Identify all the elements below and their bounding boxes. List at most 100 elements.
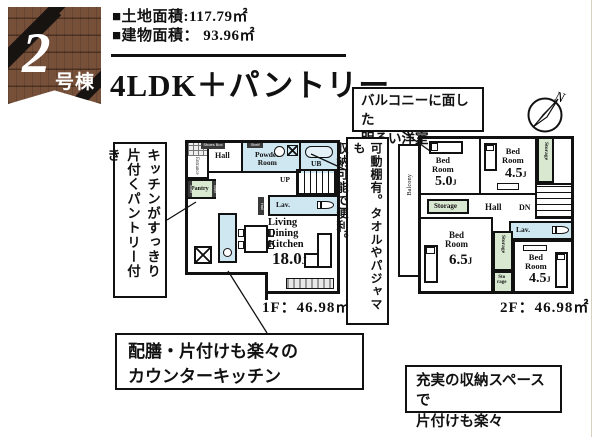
callout-pantry-col2: 片付くパントリー付き (105, 148, 140, 279)
badge-number: 2 (22, 22, 51, 85)
floor2-plan: Bed Room 5.0J Bed Room 4.5J Storage Stor… (418, 136, 574, 294)
room-bed3-line1: Bed (448, 230, 464, 240)
room-ldk-label-line2: Dining (268, 228, 299, 240)
room-bed2-label: Bed Room (502, 147, 524, 165)
room-bed4-size-unit: J (546, 275, 551, 284)
laundry-box-icon (287, 145, 298, 156)
room-bed2-line1: Bed (505, 146, 520, 156)
room-bed2-size: 4.5J (505, 166, 527, 182)
callout-storage-space-line2: 片付けも楽々 (416, 413, 503, 430)
bed-icon (424, 245, 438, 283)
room-bed2-line2: Room (502, 154, 524, 165)
sink-icon (223, 248, 232, 257)
callout-storage-space: 充実の収納スペースで 片付けも楽々 (405, 365, 562, 430)
bed-pillow (431, 143, 438, 151)
dining-table (244, 225, 268, 253)
callout-counter-kitchen-line1: 配膳・片付けも楽々の (128, 342, 298, 361)
stairs-up-label: UP (280, 175, 290, 184)
page-title: 4LDK＋パントリー (110, 68, 391, 103)
badge-suffix: 号棟 (55, 72, 96, 93)
hall-2f-label: Hall (485, 202, 502, 212)
scan-edge-line (591, 0, 592, 437)
bed-icon (555, 252, 568, 288)
storage-small-label: Sto rage (497, 275, 506, 286)
room-bed2: Bed Room 4.5J (481, 139, 537, 195)
floor1-plan: Entrance Shoes Box Hall Powder Room Shel… (185, 140, 340, 300)
closet-icon (523, 245, 547, 251)
room-ldk-size: 18.0J (272, 250, 307, 268)
chair-icon (238, 241, 244, 249)
storage-tall-label: Storage (500, 235, 506, 254)
pantry-shelf-chip-right: Shelf (212, 181, 216, 197)
room-ldk-label-line3: Kitchen (268, 239, 304, 251)
room-powder-label: Powder Room (255, 151, 280, 167)
room-hall-1f: Hall (209, 143, 243, 173)
washer-icon (274, 146, 285, 157)
room-bed2-size-value: 4.5 (505, 166, 523, 181)
room-entrance-label: Entrance (194, 157, 199, 175)
area-info: ■土地面積:117.79㎡ ■建物面積： 93.96㎡ (112, 8, 255, 46)
callout-storage-space-line1: 充実の収納スペースで (416, 373, 545, 410)
room-powder-label-line1: Powder (255, 150, 280, 159)
bed-pillow (557, 254, 565, 260)
compass-icon: N (527, 89, 567, 133)
toilet-icon (321, 201, 334, 209)
kitchen-counter (218, 213, 237, 263)
storage-small-line2: rage (497, 280, 507, 286)
callout-counter-kitchen-line2: カウンターキッチン (128, 366, 281, 386)
room-bed3-line2: Room (445, 239, 468, 250)
refrigerator-space (194, 246, 212, 264)
room-bed1-size-unit: J (452, 178, 457, 187)
callout-balcony-room-line1: バルコニーに面した (361, 93, 469, 127)
balcony: Balcony (398, 144, 420, 277)
hall-small-chip: Hall (258, 197, 264, 215)
sofa-icon (304, 253, 317, 268)
room-bed1-line2: Room (432, 163, 454, 174)
floor2-area-label: 2F：46.98㎡ (500, 300, 590, 316)
room-ldk-label-line1: Living (268, 217, 298, 228)
room-lav-1f: Lav. (268, 195, 337, 216)
storage-mid: Storage (427, 199, 469, 214)
toilet-icon (556, 226, 569, 234)
title-divider (111, 54, 346, 57)
stairs-2f (535, 183, 571, 219)
callout-movable-shelf-col2: 収納可能で便利。 (335, 142, 349, 246)
bathtub-icon (305, 146, 333, 158)
callout-counter-kitchen: 配膳・片付けも楽々の カウンターキッチン (115, 333, 364, 390)
room-lav-1f-label: Lav. (276, 200, 290, 209)
room-bed3-label: Bed Room (445, 230, 468, 250)
callout-movable-shelf: 可動棚有。タオルやパジャマも 収納可能で便利。 (335, 137, 389, 325)
room-ub-label: UB (311, 159, 322, 168)
balcony-label: Balcony (406, 174, 413, 196)
stairs-down-label: DN (519, 203, 531, 212)
room-bed4-label: Bed Room (525, 253, 547, 271)
room-bed1-size: 5.0J (435, 174, 457, 190)
room-bed1-line1: Bed (435, 155, 450, 165)
room-bed1-label: Bed Room (432, 156, 454, 174)
room-bed1-size-value: 5.0 (435, 174, 453, 189)
room-bed3-size-value: 6.5 (449, 252, 468, 268)
room-ldk-size-value: 18.0 (272, 249, 302, 268)
callout-balcony-room: バルコニーに面した 明るい洋室 (352, 87, 484, 146)
pantry-shelf-chip-left: Shelf (188, 181, 192, 197)
room-bed4-line1: Bed (528, 252, 543, 262)
sofa-icon (317, 233, 332, 268)
storage-right-label: Storage (543, 142, 549, 161)
room-bed4: Bed Room 4.5J (513, 240, 571, 291)
storage-tall: Storage (493, 231, 513, 271)
callout-pantry-col1: キッチンがすっきり (145, 148, 160, 279)
room-lav-2f: Lav. (509, 221, 571, 240)
room-bed3-size-unit: J (467, 256, 473, 266)
room-lav-2f-label: Lav. (516, 225, 530, 234)
porch-hatch (286, 278, 334, 289)
room-pantry-label: Pantry (191, 186, 209, 192)
room-hall-1f-label: Hall (215, 151, 230, 160)
floor1-area-label: 1F：46.98㎡ (262, 300, 352, 316)
toilet-icon (317, 201, 321, 209)
plan-cutout (185, 272, 268, 300)
toilet-icon (552, 226, 556, 234)
room-powder: Powder Room (243, 143, 301, 173)
room-ldk-label: Living Dining Kitchen (268, 217, 304, 250)
callout-movable-shelf-col1: 可動棚有。タオルやパジャマも (352, 142, 383, 311)
room-bed3: Bed Room 6.5J (421, 217, 493, 291)
